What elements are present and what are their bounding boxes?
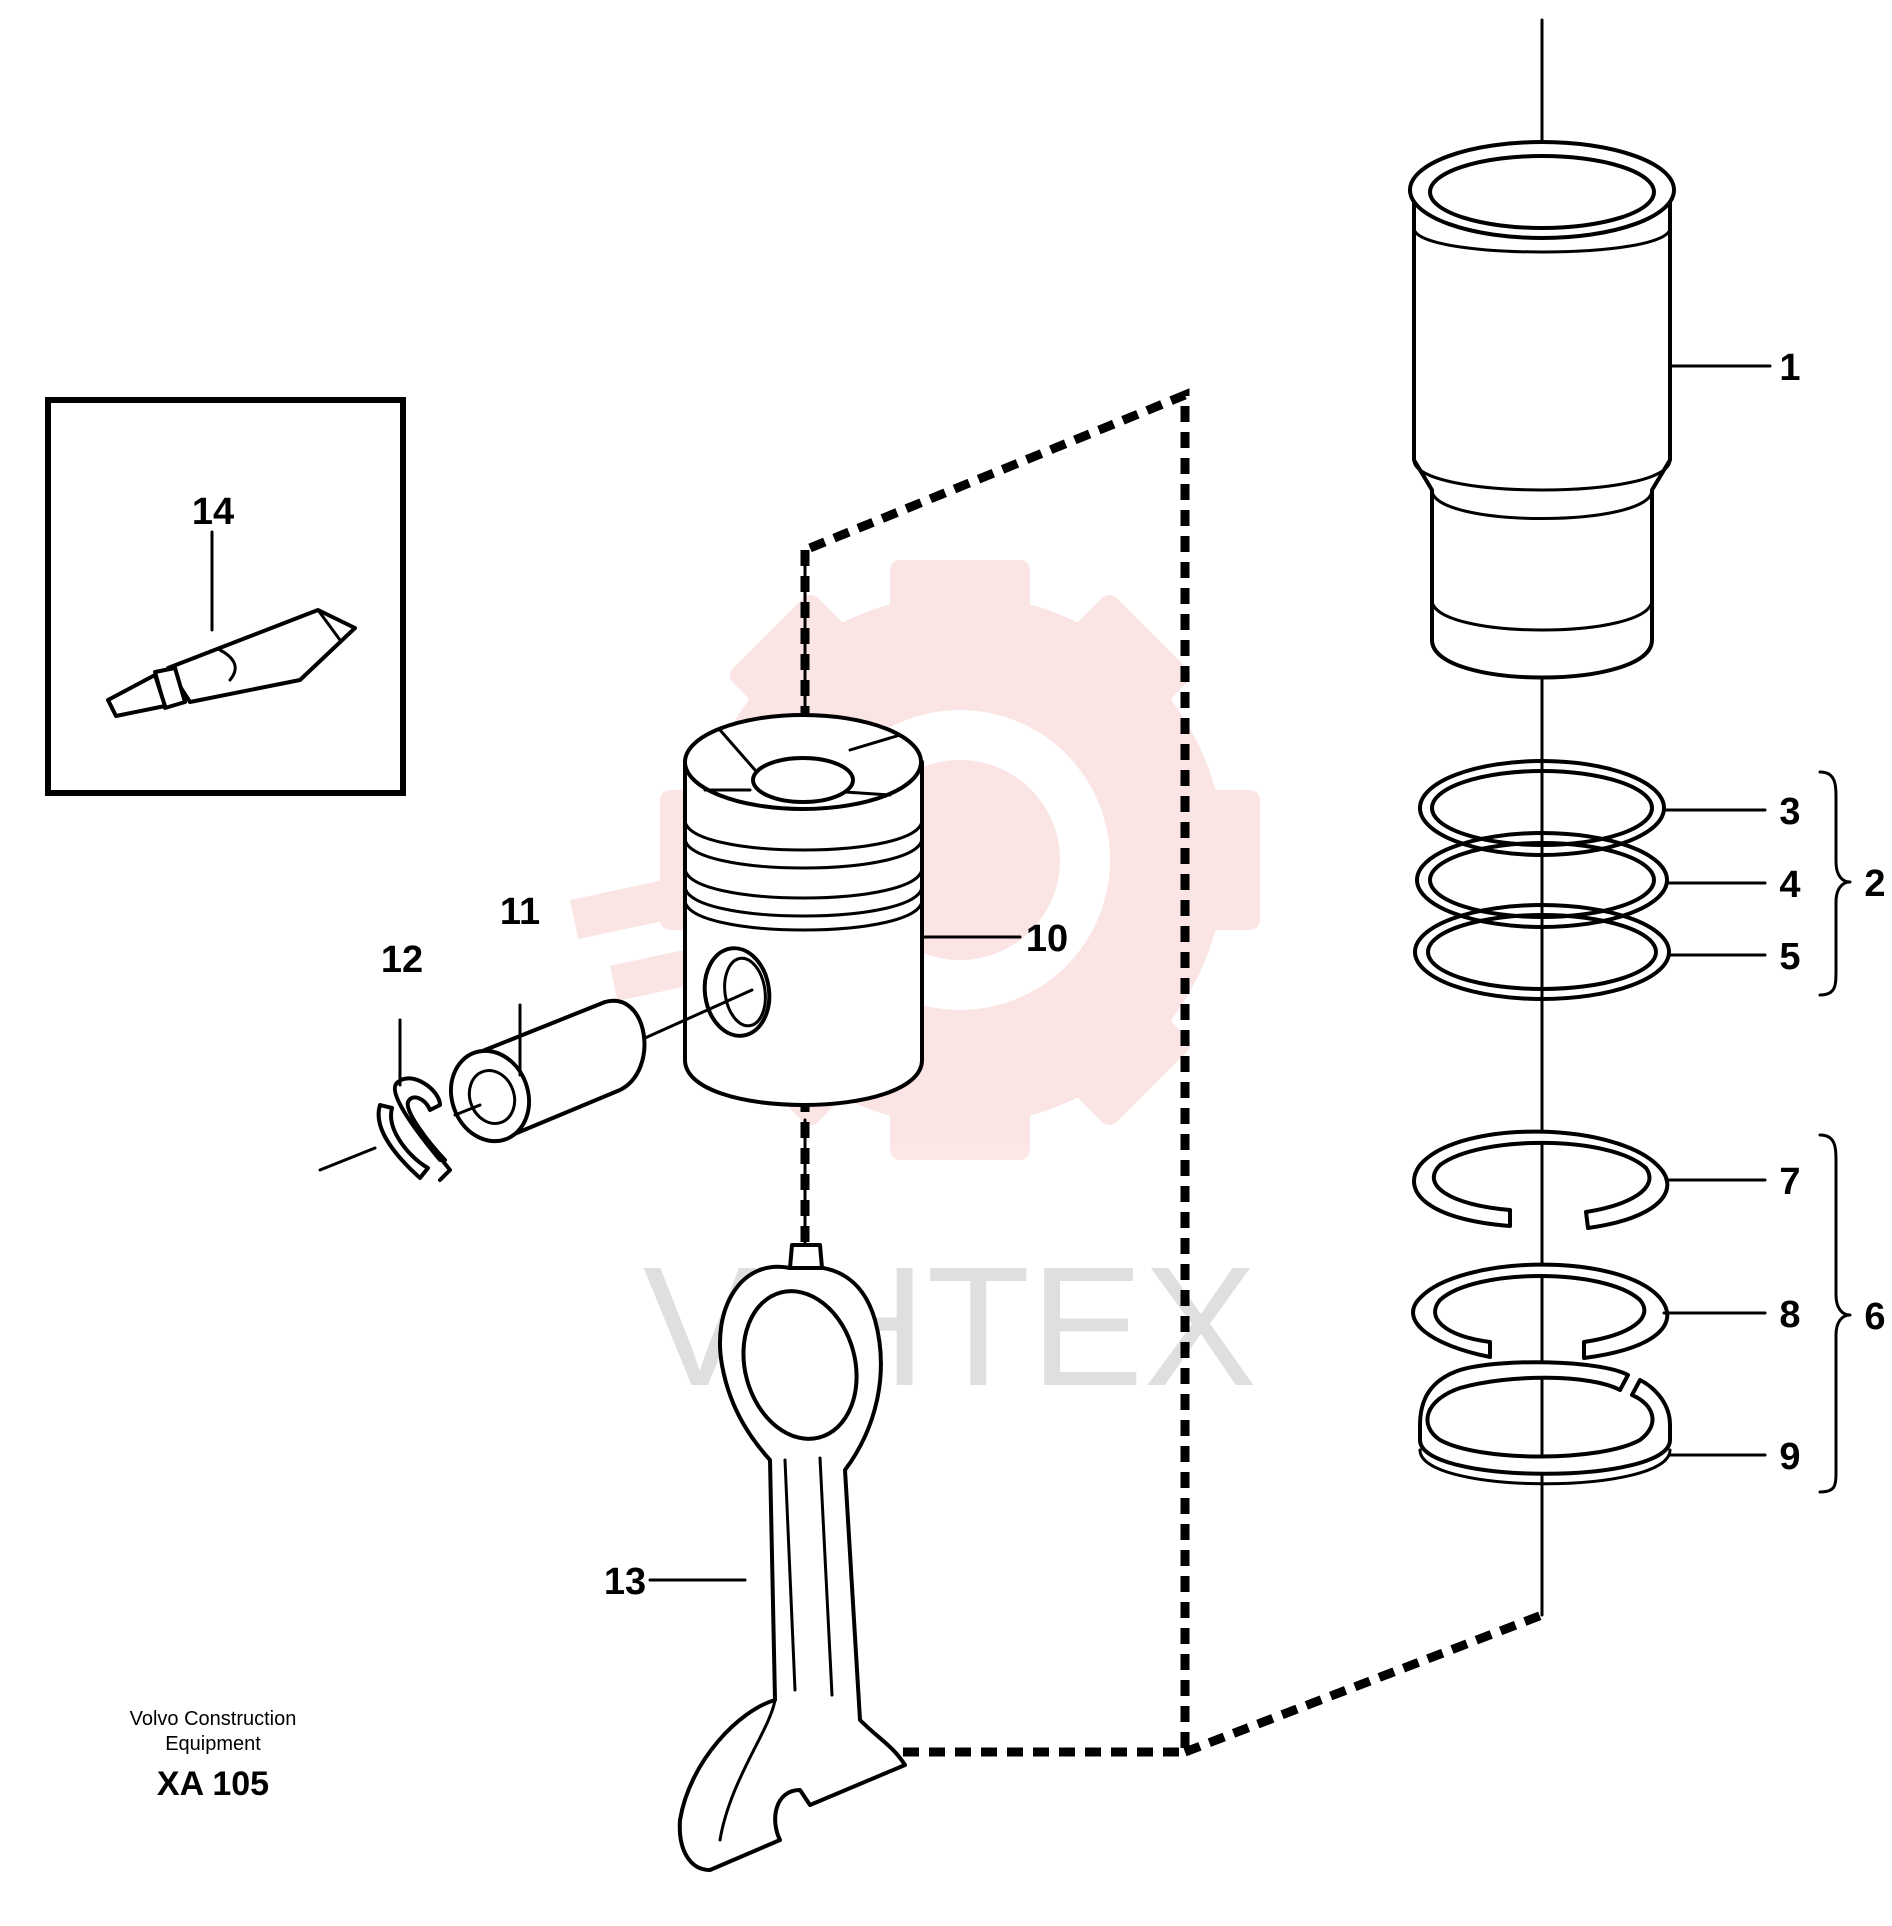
piston-pin (448, 998, 647, 1144)
connecting-rod (677, 1243, 907, 1872)
callout-14: 14 (192, 491, 234, 533)
callout-7: 7 (1779, 1161, 1800, 1203)
piston-ring-set-lower (1411, 1129, 1672, 1486)
callout-13: 13 (604, 1561, 646, 1603)
circlip (376, 1076, 452, 1182)
caption-line-2: Equipment (165, 1733, 261, 1755)
callout-12: 12 (381, 939, 423, 981)
diagram-caption: Volvo Construction Equipment XA 105 (130, 1708, 297, 1803)
callout-5: 5 (1779, 936, 1800, 978)
caption-code: XA 105 (157, 1765, 269, 1803)
callout-8: 8 (1779, 1294, 1800, 1336)
piston (683, 713, 924, 1107)
brace-group-6 (1818, 1133, 1852, 1494)
callout-labels: 1 2 3 4 5 6 7 8 9 10 11 12 13 14 (192, 347, 1886, 1603)
callout-11: 11 (500, 891, 540, 933)
callout-6: 6 (1864, 1296, 1885, 1338)
leader-lines (210, 364, 1772, 1582)
callout-10: 10 (1026, 918, 1068, 960)
callout-2: 2 (1864, 863, 1885, 905)
callout-1: 1 (1779, 347, 1800, 389)
cylinder-liner (1408, 140, 1676, 680)
caption-line-1: Volvo Construction (130, 1708, 297, 1730)
callout-3: 3 (1779, 791, 1800, 833)
piston-ring-set-upper (1413, 759, 1671, 1001)
callout-4: 4 (1779, 864, 1800, 906)
brace-group-2 (1818, 770, 1852, 997)
assembly-boundary (800, 388, 1544, 1757)
sealant-tube (106, 608, 357, 718)
callout-9: 9 (1779, 1436, 1800, 1478)
inset-box (45, 397, 406, 796)
